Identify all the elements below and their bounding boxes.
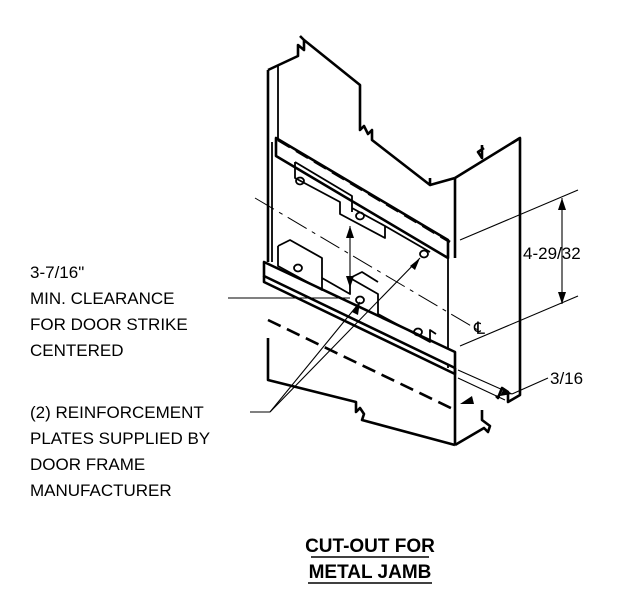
clearance-label-line1: MIN. CLEARANCE: [30, 289, 175, 308]
height-arrow-bottom: [558, 292, 566, 304]
lower-plate-thickness: [262, 276, 457, 376]
jamb-back-wall: [267, 35, 432, 187]
jamb-bottom-edge: [266, 338, 456, 447]
lower-plate-hole-3: [413, 327, 423, 337]
reinforcement-leaders: [250, 257, 421, 413]
lower-reinforcement-plate: [262, 239, 457, 412]
jamb-frame: [266, 35, 522, 447]
thickness-arrow: [500, 388, 512, 396]
plates-leader-lower: [269, 301, 361, 413]
thickness-ext-2: [457, 377, 506, 401]
plates-label-line3: DOOR FRAME: [30, 455, 145, 474]
plates-label-line2: PLATES SUPPLIED BY: [30, 429, 210, 448]
plates-leader-upper: [269, 257, 421, 413]
height-ext-top: [459, 189, 579, 241]
thickness-leader: [511, 377, 549, 395]
upper-plate-hidden-edge: [277, 138, 451, 244]
plates-label-line1: (2) REINFORCEMENT: [30, 403, 204, 422]
strike-centerline: [254, 197, 479, 331]
height-ext-bottom: [459, 295, 579, 347]
clearance-label-line3: CENTERED: [30, 341, 124, 360]
plates-arrow-upper: [410, 258, 420, 270]
clearance-dimension: [228, 226, 354, 299]
thickness-dimension: [457, 369, 549, 404]
upper-reinforcement-plate: [274, 136, 451, 260]
jamb-front-face-top: [429, 176, 456, 187]
height-arrow-top: [558, 198, 566, 210]
centerline-symbol: ℄: [473, 319, 485, 338]
plates-label-line4: MANUFACTURER: [30, 481, 172, 500]
title-line1: CUT-OUT FOR: [305, 536, 435, 557]
upper-plate-outline: [274, 136, 450, 260]
lower-plate-outline: [262, 260, 457, 370]
upper-plate-flange-tab: [294, 161, 386, 227]
clearance-arrow-top: [346, 226, 354, 238]
height-dimension: [459, 189, 579, 347]
clearance-arrow-bottom: [346, 276, 354, 288]
height-dimension-text: 4-29/32: [523, 244, 581, 263]
jamb-right-return: [454, 136, 522, 447]
title-line2: METAL JAMB: [309, 562, 432, 583]
upper-plate-hole-3: [419, 249, 429, 259]
lower-plate-hidden-edge: [267, 318, 456, 412]
upper-plate-hole-2: [355, 211, 365, 221]
upper-plate-hole-1: [295, 176, 305, 186]
jamb-right-break: [476, 136, 521, 160]
lower-plate-hole-2: [355, 295, 365, 305]
lower-plate-hole-1: [293, 263, 303, 273]
clearance-label-line2: FOR DOOR STRIKE: [30, 315, 188, 334]
clearance-dimension-text: 3-7/16": [30, 263, 84, 282]
plates-arrow-lower: [352, 302, 360, 315]
thickness-dimension-text: 3/16: [550, 369, 583, 388]
thickness-arrow-2: [460, 396, 474, 404]
